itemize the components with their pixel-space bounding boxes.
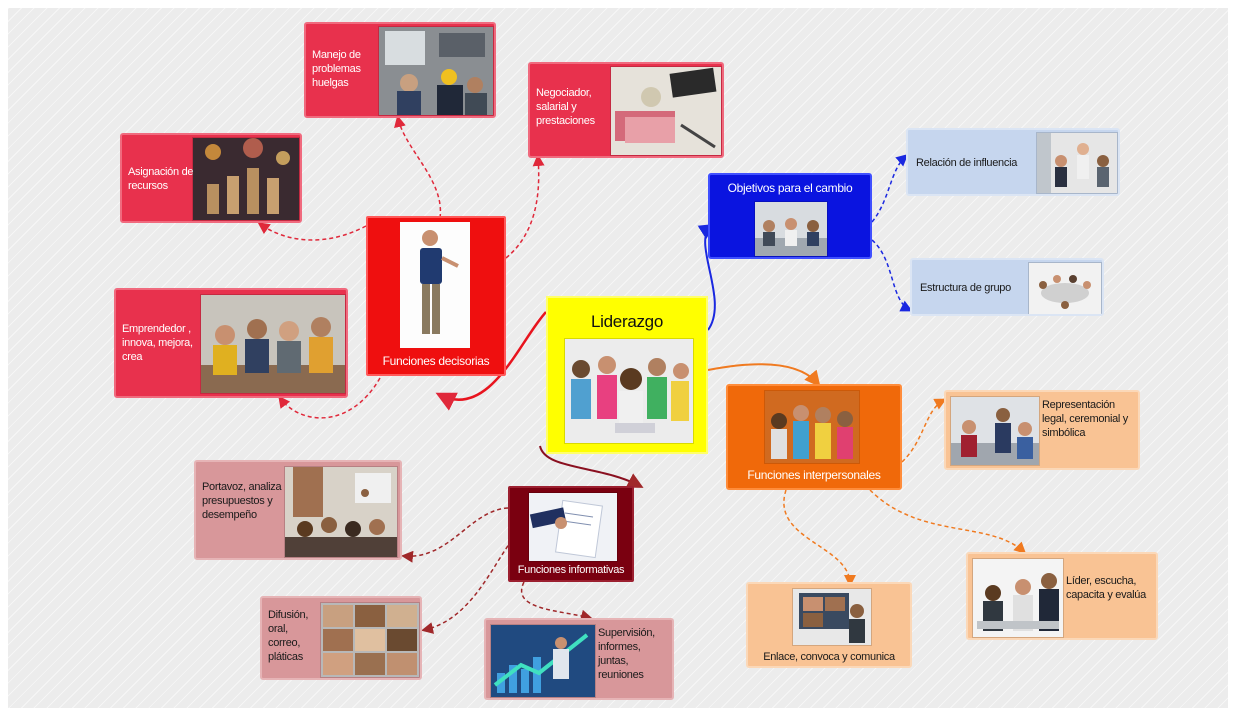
coaching-photo bbox=[972, 558, 1064, 638]
leaf-negociador[interactable]: Negociador, salarial y prestaciones bbox=[528, 62, 724, 158]
friends-photo bbox=[764, 390, 860, 464]
video-call-photo bbox=[792, 588, 872, 646]
branch-informativas[interactable]: Funciones informativas bbox=[508, 486, 634, 582]
leaf-asignacion-label: Asignación de recursos bbox=[128, 166, 194, 192]
leaf-portavoz-label: Portavoz, analiza presupuestos y desempe… bbox=[202, 481, 282, 521]
business-photo bbox=[950, 396, 1040, 466]
documents-photo bbox=[528, 492, 618, 562]
coins-photo bbox=[192, 137, 300, 221]
video-grid-photo bbox=[320, 602, 420, 678]
central-title: Liderazgo bbox=[591, 312, 663, 331]
leaf-difusion-label: Difusión, oral, correo, pláticas bbox=[268, 609, 309, 663]
growth-chart-photo bbox=[490, 624, 596, 698]
branch-decisorias-label: Funciones decisorias bbox=[382, 354, 490, 368]
leaf-emprendedor-label: Emprendedor , innova, mejora, crea bbox=[122, 323, 193, 363]
leaf-asignacion[interactable]: Asignación de recursos bbox=[120, 133, 302, 223]
conference-photo bbox=[754, 201, 828, 257]
leaf-estructura-label: Estructura de grupo bbox=[920, 282, 1011, 294]
branch-informativas-label: Funciones informativas bbox=[517, 564, 625, 576]
leaf-emprendedor[interactable]: Emprendedor , innova, mejora, crea bbox=[114, 288, 348, 398]
finance-photo bbox=[610, 66, 722, 156]
branch-objetivos[interactable]: Objetivos para el cambio bbox=[708, 173, 872, 259]
leaf-manejo[interactable]: Manejo de problemas huelgas bbox=[304, 22, 496, 118]
leaf-negociador-label: Negociador, salarial y prestaciones bbox=[536, 87, 595, 127]
leaf-supervision[interactable]: Supervisión, informes, juntas, reuniones bbox=[484, 618, 674, 700]
leaf-manejo-label: Manejo de problemas huelgas bbox=[312, 49, 361, 89]
leaf-enlace[interactable]: Enlace, convoca y comunica bbox=[746, 582, 912, 668]
leaf-lider-label: Líder, escucha, capacita y evalúa bbox=[1066, 575, 1146, 601]
leaf-difusion[interactable]: Difusión, oral, correo, pláticas bbox=[260, 596, 422, 680]
branch-decisorias[interactable]: Funciones decisorias bbox=[366, 216, 506, 376]
leaf-lider[interactable]: Líder, escucha, capacita y evalúa bbox=[966, 552, 1158, 640]
leaf-relacion-label: Relación de influencia bbox=[916, 157, 1018, 169]
office-meeting-photo bbox=[1036, 132, 1118, 194]
meeting-photo bbox=[378, 26, 494, 116]
central-node-liderazgo[interactable]: Liderazgo bbox=[546, 296, 708, 454]
leaf-representacion-label: Representación legal, ceremonial y simbó… bbox=[1042, 399, 1129, 439]
leaf-representacion[interactable]: Representación legal, ceremonial y simbó… bbox=[944, 390, 1140, 470]
round-table-photo bbox=[1028, 262, 1102, 314]
leaf-enlace-label: Enlace, convoca y comunica bbox=[763, 651, 895, 663]
leaf-supervision-label: Supervisión, informes, juntas, reuniones bbox=[598, 627, 655, 681]
branch-interpersonales[interactable]: Funciones interpersonales bbox=[726, 384, 902, 490]
leaf-relacion[interactable]: Relación de influencia bbox=[906, 128, 1120, 196]
branch-interpersonales-label: Funciones interpersonales bbox=[747, 468, 881, 482]
team-photo bbox=[200, 294, 346, 394]
audience-photo bbox=[284, 466, 398, 558]
leaf-portavoz[interactable]: Portavoz, analiza presupuestos y desempe… bbox=[194, 460, 402, 560]
students-photo bbox=[564, 338, 694, 444]
man-presenting-photo bbox=[400, 222, 470, 348]
branch-objetivos-label: Objetivos para el cambio bbox=[727, 181, 853, 195]
leaf-estructura[interactable]: Estructura de grupo bbox=[910, 258, 1104, 316]
